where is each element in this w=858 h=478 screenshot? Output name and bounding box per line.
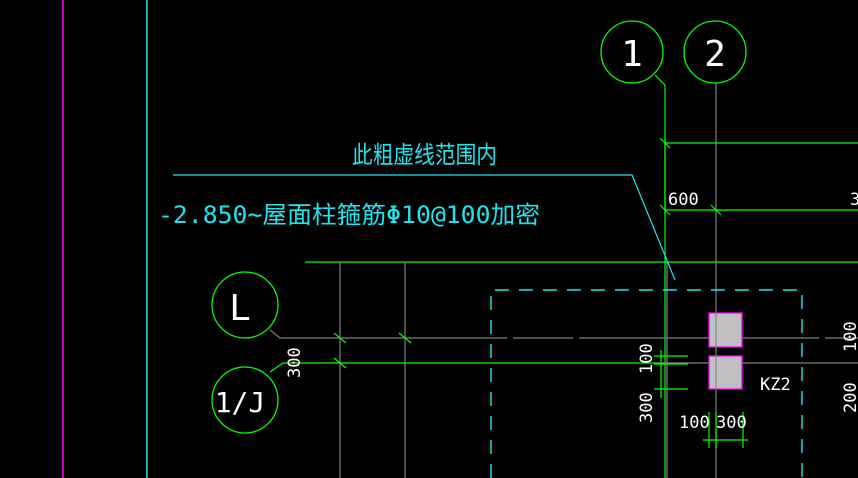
dimension-marks [654,137,748,448]
thick-dashed-range [490,289,803,478]
grid-bubble-1J[interactable]: 1/J [211,366,279,434]
dim-200-right: 200 [841,382,858,413]
column-label: KZ2 [760,375,791,395]
grid-label-L: L [229,288,251,329]
axis-lines [269,74,858,478]
dim-100-vertical: 100 [637,343,657,374]
dim-300-horizontal: 300 [716,413,747,433]
dim-600: 600 [668,190,699,210]
grid-label-1J: 1/J [215,386,266,419]
dim-3-partial: 3 [850,190,858,210]
dim-300-left: 300 [285,347,305,378]
dim-100-right: 100 [841,321,858,352]
grid-bubble-2[interactable]: 2 [683,20,747,84]
column-kz2[interactable] [708,312,743,390]
grid-bubble-1[interactable]: 1 [600,20,664,84]
annotation-line-2: -2.850~屋面柱箍筋Φ10@100加密 [158,201,540,229]
grid-label-2: 2 [704,34,726,75]
annotation-line-1: 此粗虚线范围内 [352,141,497,169]
grid-label-1: 1 [621,34,643,75]
dim-300-vertical: 300 [637,392,657,423]
dim-100-horizontal: 100 [679,413,710,433]
grid-bubble-L[interactable]: L [211,271,279,339]
reference-lines [62,0,148,478]
annotation-leader [173,174,676,281]
